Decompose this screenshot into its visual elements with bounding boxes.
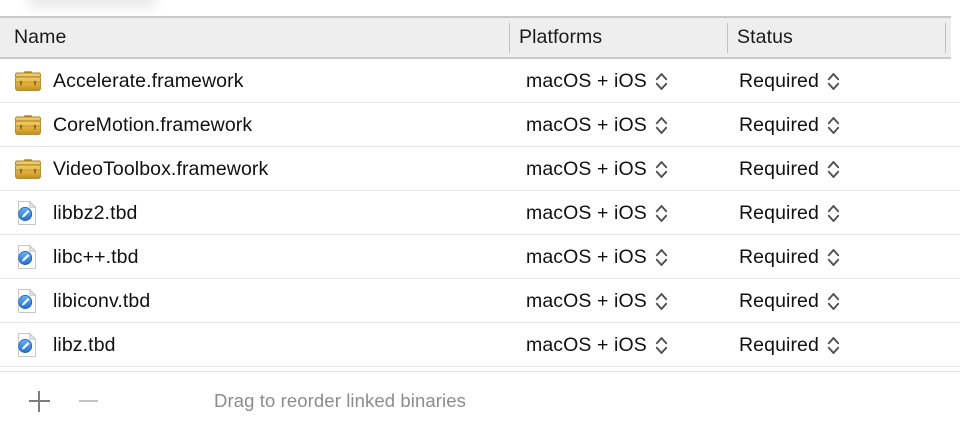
- tbd-document-icon: [18, 332, 37, 357]
- status-popup-button[interactable]: Required: [739, 191, 840, 235]
- cell-name[interactable]: VideoToolbox.framework: [14, 147, 268, 191]
- status-popup-button[interactable]: Required: [739, 103, 840, 147]
- tbd-document-icon: [18, 200, 37, 225]
- platforms-popup-button[interactable]: macOS + iOS: [526, 103, 668, 147]
- status-popup-button[interactable]: Required: [739, 279, 840, 323]
- tbd-document-icon: [18, 244, 37, 269]
- column-header-name[interactable]: Name: [14, 26, 67, 48]
- tbd-document-icon: [18, 288, 37, 313]
- binary-name-label: libz.tbd: [53, 333, 116, 356]
- table-footer-toolbar: Drag to reorder linked binaries: [0, 371, 960, 434]
- binary-name-label: CoreMotion.framework: [53, 113, 253, 136]
- column-divider-platforms-status[interactable]: [727, 23, 728, 53]
- status-value: Required: [739, 245, 819, 268]
- framework-toolbox-icon: [15, 159, 41, 179]
- cell-name[interactable]: libc++.tbd: [14, 235, 139, 279]
- platforms-value: macOS + iOS: [526, 201, 647, 224]
- popup-chevron-icon: [827, 116, 840, 134]
- platforms-value: macOS + iOS: [526, 69, 647, 92]
- status-popup-button[interactable]: Required: [739, 59, 840, 103]
- platforms-value: macOS + iOS: [526, 157, 647, 180]
- clipped-element-above: [28, 0, 156, 8]
- platforms-popup-button[interactable]: macOS + iOS: [526, 59, 668, 103]
- table-row[interactable]: libz.tbd macOS + iOS Required: [0, 323, 960, 367]
- popup-chevron-icon: [655, 248, 667, 266]
- cell-name[interactable]: libbz2.tbd: [14, 191, 137, 235]
- column-divider-name-platforms[interactable]: [509, 23, 510, 53]
- platforms-value: macOS + iOS: [526, 245, 647, 268]
- table-row[interactable]: VideoToolbox.framework macOS + iOS Requir…: [0, 147, 960, 191]
- status-value: Required: [739, 333, 819, 356]
- minus-icon: [78, 391, 98, 412]
- reorder-hint-text: Drag to reorder linked binaries: [214, 390, 466, 411]
- column-divider-status-end[interactable]: [945, 23, 946, 53]
- platforms-value: macOS + iOS: [526, 333, 647, 356]
- table-row[interactable]: libc++.tbd macOS + iOS Required: [0, 235, 960, 279]
- platforms-popup-button[interactable]: macOS + iOS: [526, 235, 668, 279]
- popup-chevron-icon: [827, 204, 840, 222]
- popup-chevron-icon: [827, 292, 840, 310]
- platforms-popup-button[interactable]: macOS + iOS: [526, 279, 668, 323]
- binary-name-label: Accelerate.framework: [53, 69, 244, 92]
- table-body: Accelerate.framework macOS + iOS Required…: [0, 59, 960, 367]
- cell-name[interactable]: CoreMotion.framework: [14, 103, 252, 147]
- platforms-popup-button[interactable]: macOS + iOS: [526, 191, 668, 235]
- status-value: Required: [739, 289, 819, 312]
- framework-toolbox-icon: [15, 115, 41, 135]
- status-value: Required: [739, 157, 819, 180]
- framework-toolbox-icon: [15, 71, 41, 91]
- table-header-row: Name Platforms Status: [0, 16, 951, 59]
- popup-chevron-icon: [827, 72, 840, 90]
- popup-chevron-icon: [655, 160, 667, 178]
- column-header-platforms[interactable]: Platforms: [519, 26, 603, 48]
- cell-name[interactable]: libiconv.tbd: [14, 279, 150, 323]
- platforms-value: macOS + iOS: [526, 289, 647, 312]
- popup-chevron-icon: [827, 160, 840, 178]
- popup-chevron-icon: [827, 336, 840, 354]
- popup-chevron-icon: [655, 116, 667, 134]
- binary-name-label: libbz2.tbd: [53, 201, 138, 224]
- popup-chevron-icon: [827, 248, 840, 266]
- cell-name[interactable]: libz.tbd: [14, 323, 116, 367]
- add-button[interactable]: [22, 384, 56, 418]
- popup-chevron-icon: [655, 72, 667, 90]
- platforms-popup-button[interactable]: macOS + iOS: [526, 323, 668, 367]
- status-popup-button[interactable]: Required: [739, 323, 840, 367]
- status-value: Required: [739, 201, 819, 224]
- platforms-popup-button[interactable]: macOS + iOS: [526, 147, 668, 191]
- table-row[interactable]: Accelerate.framework macOS + iOS Required: [0, 59, 960, 103]
- status-value: Required: [739, 113, 819, 136]
- column-header-status[interactable]: Status: [737, 26, 793, 48]
- binary-name-label: libc++.tbd: [53, 245, 139, 268]
- status-value: Required: [739, 69, 819, 92]
- cell-name[interactable]: Accelerate.framework: [14, 59, 244, 103]
- binary-name-label: VideoToolbox.framework: [53, 157, 269, 180]
- status-popup-button[interactable]: Required: [739, 147, 840, 191]
- popup-chevron-icon: [655, 292, 667, 310]
- binary-name-label: libiconv.tbd: [53, 289, 151, 312]
- table-row[interactable]: CoreMotion.framework macOS + iOS Required: [0, 103, 960, 147]
- table-row[interactable]: libbz2.tbd macOS + iOS Required: [0, 191, 960, 235]
- plus-icon: [28, 390, 50, 412]
- status-popup-button[interactable]: Required: [739, 235, 840, 279]
- platforms-value: macOS + iOS: [526, 113, 647, 136]
- popup-chevron-icon: [655, 336, 667, 354]
- table-row[interactable]: libiconv.tbd macOS + iOS Required: [0, 279, 960, 323]
- popup-chevron-icon: [655, 204, 667, 222]
- remove-button[interactable]: [71, 384, 105, 418]
